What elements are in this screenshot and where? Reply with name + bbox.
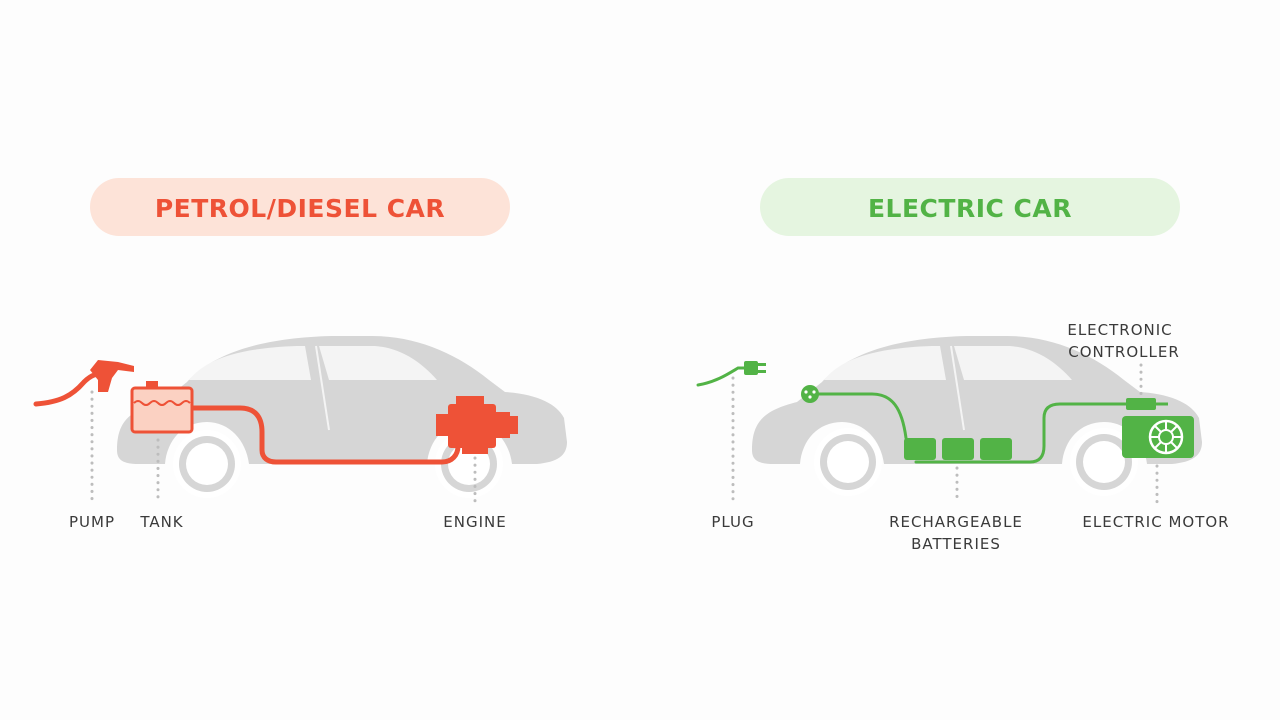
petrol-title: PETROL/DIESEL CAR: [155, 194, 445, 223]
electric-title-pill: [760, 178, 1180, 236]
electric-section: ELECTRIC CAR: [696, 178, 1229, 553]
engine-icon: [436, 396, 518, 454]
batteries-label-line2: BATTERIES: [911, 535, 1001, 553]
motor-label: ELECTRIC MOTOR: [1082, 513, 1229, 531]
fuel-line: [187, 405, 461, 465]
pump-label: PUMP: [69, 513, 115, 531]
controller-label-line2: CONTROLLER: [1068, 343, 1180, 361]
controller-label-line1: ELECTRONIC: [1067, 321, 1172, 339]
petrol-title-pill: [90, 178, 510, 236]
electric-car-silhouette: [752, 336, 1202, 496]
plug-icon: [696, 361, 766, 387]
plug-label: PLUG: [711, 513, 754, 531]
charging-socket-icon: [801, 385, 819, 403]
fuel-nozzle-icon: [33, 360, 134, 407]
petrol-section: PETROL/DIESEL CAR: [33, 178, 567, 531]
tank-label: TANK: [139, 513, 183, 531]
electric-motor-icon: [1122, 416, 1194, 458]
engine-label: ENGINE: [443, 513, 506, 531]
batteries-label-line1: RECHARGEABLE: [889, 513, 1023, 531]
controller-icon: [1126, 398, 1156, 410]
electric-title: ELECTRIC CAR: [868, 194, 1072, 223]
fuel-tank-icon: [130, 381, 194, 434]
socket-to-battery-wire: [816, 392, 908, 440]
battery-bus-wire: [914, 402, 1130, 464]
battery-icon: [904, 438, 1012, 460]
